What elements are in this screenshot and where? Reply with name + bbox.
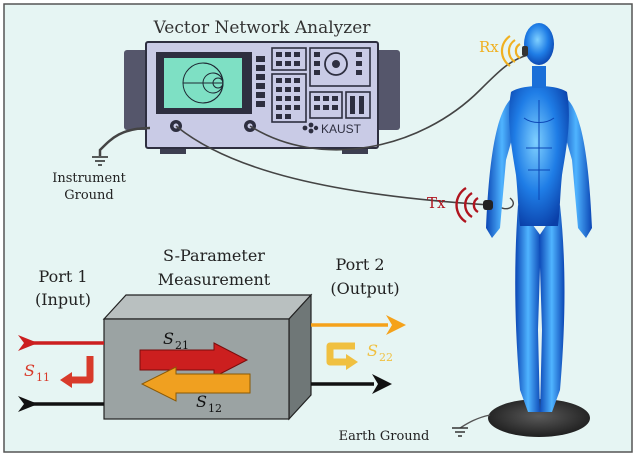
- port1-return-tail: [18, 396, 38, 412]
- port1-input-tail: [18, 335, 38, 351]
- tx-cable: [175, 125, 491, 206]
- vna-keys: [276, 52, 364, 119]
- kaust-logo-icon: [302, 122, 319, 134]
- s11-hook-arrow: [70, 356, 94, 384]
- earth-ground-cable: [459, 414, 491, 429]
- s21-symbol: S: [163, 329, 174, 348]
- vna-right-handle: [374, 50, 400, 130]
- kaust-logo-text: KAUST: [321, 122, 362, 136]
- vna-foot-right: [342, 146, 368, 154]
- vna-knob: [324, 52, 348, 76]
- rx-label: Rx: [479, 38, 499, 56]
- port1-label-1: Port 1: [38, 267, 87, 286]
- port1-label-2: (Input): [35, 290, 91, 309]
- vna-left-handle: [124, 50, 150, 130]
- s22-subscript: 22: [379, 351, 393, 364]
- smith-chart-icon: [182, 62, 224, 104]
- tx-label: Tx: [427, 194, 446, 212]
- instrument-ground-cable: [98, 126, 151, 156]
- s11-subscript: 11: [36, 371, 50, 384]
- earth-ground-symbol-icon: [452, 427, 468, 437]
- earth-ground-label: Earth Ground: [339, 429, 430, 444]
- s12-arrow: [140, 366, 251, 402]
- ground-platform: [488, 399, 590, 437]
- vna-title: Vector Network Analyzer: [153, 18, 372, 38]
- s22-symbol: S: [367, 341, 378, 360]
- s11-symbol: S: [24, 361, 35, 380]
- s21-arrow: [139, 342, 249, 378]
- tx-wave-icon: [455, 186, 479, 224]
- human-body-figure: [486, 23, 592, 437]
- tx-sensor: [483, 200, 493, 210]
- vna-foot-left: [160, 146, 186, 154]
- port2-output-arrowhead: [386, 315, 406, 335]
- s12-subscript: 12: [208, 402, 222, 415]
- vna-instrument: KAUST: [124, 41, 400, 154]
- s12-symbol: S: [196, 392, 207, 411]
- rx-cable: [249, 54, 529, 151]
- port2-return-arrowhead: [372, 374, 392, 394]
- vna-softkeys: [256, 56, 265, 107]
- s21-subscript: 21: [175, 339, 189, 352]
- instrument-ground-label-2: Ground: [64, 188, 114, 203]
- s22-hook-arrow: [326, 342, 355, 366]
- port2-label-1: Port 2: [335, 255, 384, 274]
- rx-sensor: [522, 46, 528, 56]
- vna-knob-center: [332, 60, 340, 68]
- sparam-title-2: Measurement: [158, 270, 271, 289]
- rx-wave-icon: [500, 35, 521, 67]
- instrument-ground-label-1: Instrument: [52, 171, 126, 186]
- vna-keypad: [271, 47, 371, 123]
- port2-label-2: (Output): [330, 279, 399, 298]
- sparam-title-1: S-Parameter: [163, 246, 265, 265]
- ground-symbol-icon: [92, 156, 108, 166]
